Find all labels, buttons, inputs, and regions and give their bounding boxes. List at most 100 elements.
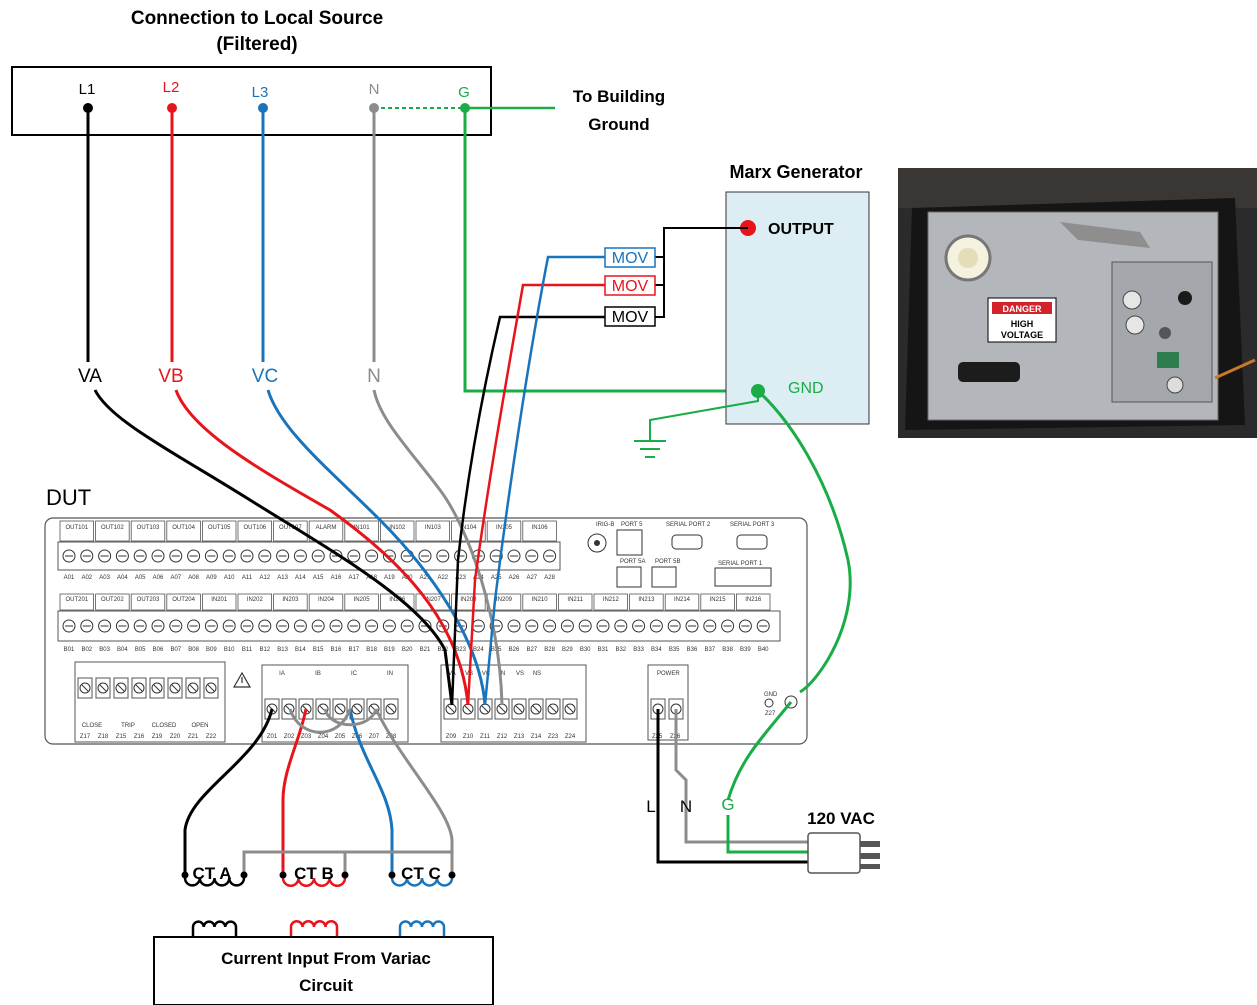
top-terminal-label: A09 — [206, 575, 217, 581]
ct-group-label: IC — [351, 671, 358, 677]
mid-group-label: IN203 — [282, 597, 299, 603]
top-terminal-label: A21 — [420, 575, 431, 581]
mid-terminal-label: B02 — [81, 647, 92, 653]
building-ground-label: To Building — [573, 87, 665, 106]
mid-terminal-label: B26 — [509, 647, 520, 653]
top-group-label: OUT107 — [279, 525, 302, 531]
wire-marx-gnd-to-dut — [756, 389, 852, 694]
wire-label-vb: VB — [158, 366, 183, 387]
ct-terminal-label: Z02 — [284, 734, 295, 740]
mid-group-label: IN208 — [460, 597, 477, 603]
mid-terminal-label: B05 — [135, 647, 146, 653]
terminal-l3-label: L3 — [252, 84, 269, 101]
top-group-2 — [130, 520, 166, 542]
variac-label-line1: Current Input From Variac — [221, 949, 431, 968]
top-terminal-label: A22 — [437, 575, 448, 581]
ct-primary-coil — [398, 920, 446, 928]
wire-mov-blue — [483, 255, 605, 706]
mid-terminal-label: B29 — [562, 647, 573, 653]
mid-group-0 — [59, 593, 94, 611]
coil-label: CLOSED — [152, 723, 177, 729]
terminal-g-dot — [460, 103, 470, 113]
mid-terminal-label: B38 — [722, 647, 733, 653]
wire-va-to-z09 — [93, 389, 454, 706]
vt-terminal-label: Z11 — [480, 734, 491, 740]
mid-group-14 — [558, 593, 593, 611]
top-terminal-label: A12 — [259, 575, 270, 581]
wire-vc-to-z11 — [266, 389, 487, 706]
top-group-label: IN102 — [389, 525, 406, 531]
mid-terminal-label: B21 — [420, 647, 431, 653]
mid-group-label: OUT201 — [65, 597, 88, 603]
port5a-label: PORT 5A — [620, 559, 645, 565]
ct-terminal-label: Z05 — [335, 734, 346, 740]
mid-group-label: IN202 — [247, 597, 264, 603]
mid-group-label: IN205 — [354, 597, 371, 603]
terminal-n-label: N — [369, 81, 380, 98]
danger-sign-line1: HIGH — [1011, 319, 1034, 329]
top-group-6 — [273, 520, 308, 542]
mid-group-label: IN209 — [496, 597, 513, 603]
output-bus — [655, 227, 748, 318]
mid-terminal-label: B40 — [758, 647, 769, 653]
terminal-g-label: G — [458, 84, 470, 101]
top-terminal-label: A26 — [509, 575, 520, 581]
serial-port1-icon — [714, 567, 772, 587]
mid-group-label: IN206 — [389, 597, 406, 603]
mid-group-label: IN213 — [638, 597, 655, 603]
dut-gnd-symbol-icon — [764, 698, 774, 708]
mid-terminal-label: B32 — [615, 647, 626, 653]
mid-terminal-label: B39 — [740, 647, 751, 653]
ct-terminal-label: Z03 — [301, 734, 312, 740]
vt-terminal-label: Z24 — [565, 734, 576, 740]
top-terminal-label: A14 — [295, 575, 306, 581]
top-group-13 — [522, 520, 557, 542]
coil-terminal-label: Z19 — [152, 734, 163, 740]
mid-terminal-label: B06 — [153, 647, 164, 653]
top-group-7 — [308, 520, 344, 542]
mov-red-label: MOV — [612, 278, 649, 295]
top-terminal-label: A07 — [170, 575, 181, 581]
top-terminal-label: A11 — [242, 575, 253, 581]
source-title: Connection to Local Source — [131, 8, 383, 29]
serial-port3-label: SERIAL PORT 3 — [730, 522, 775, 528]
danger-sign-line2: VOLTAGE — [1001, 330, 1043, 340]
mid-terminal-label: B01 — [64, 647, 75, 653]
top-terminal-label: A08 — [188, 575, 199, 581]
marx-title: Marx Generator — [729, 162, 862, 182]
top-terminal-label: A27 — [526, 575, 537, 581]
mid-terminal-label: B24 — [473, 647, 484, 653]
mid-group-8 — [344, 593, 379, 611]
mov-black-label: MOV — [612, 309, 649, 326]
dut-title: DUT — [46, 485, 91, 510]
mid-terminal-label: B18 — [366, 647, 377, 653]
ct-secondary-coil — [390, 877, 454, 887]
mid-group-17 — [664, 593, 700, 611]
mid-terminal-label: B13 — [277, 647, 288, 653]
ct-label: CT B — [294, 864, 334, 883]
top-terminal-label: A06 — [153, 575, 164, 581]
top-terminal-label: A24 — [473, 575, 484, 581]
coil-terminal-label: Z17 — [80, 734, 91, 740]
mid-terminal-label: B03 — [99, 647, 110, 653]
mid-group-19 — [736, 593, 771, 611]
serial-port3-icon — [736, 534, 768, 550]
mid-terminal-label: B22 — [437, 647, 448, 653]
mov-blue-label: MOV — [612, 250, 649, 267]
mid-terminal-label: B17 — [348, 647, 359, 653]
ct-label: CT A — [192, 864, 231, 883]
ct-secondary-coil — [183, 877, 246, 887]
wire-ct-common — [242, 850, 452, 872]
top-group-label: OUT101 — [65, 525, 88, 531]
mid-terminal-label: B36 — [687, 647, 698, 653]
top-terminal-label: A28 — [544, 575, 555, 581]
wire-ct-b — [281, 708, 308, 875]
top-terminal-label: A16 — [331, 575, 342, 581]
top-group-label: IN104 — [460, 525, 477, 531]
mid-group-label: OUT204 — [172, 597, 195, 603]
top-group-label: IN106 — [532, 525, 549, 531]
wire-ct-a — [183, 708, 274, 872]
mid-terminal-label: B14 — [295, 647, 306, 653]
vt-terminal-label: Z09 — [446, 734, 457, 740]
